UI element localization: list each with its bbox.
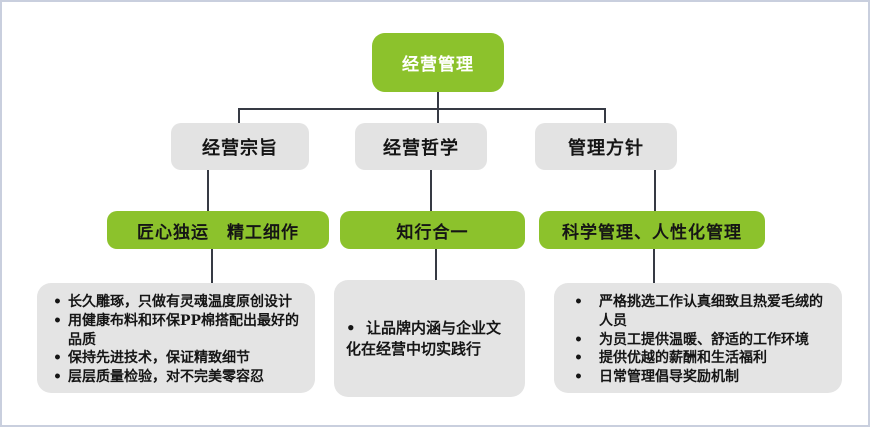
node-unity-knowledge-action-label: 知行合一	[396, 222, 469, 243]
connector-root-bar	[238, 108, 606, 110]
list-item: 提供优越的薪酬和生活福利	[572, 349, 834, 368]
list-item: 日常管理倡导奖励机制	[572, 368, 834, 387]
node-scientific-management: 科学管理、人性化管理	[539, 211, 765, 249]
node-business-purpose-label: 经营宗旨	[202, 137, 278, 159]
connector-lv2-lv3-right	[654, 170, 656, 211]
node-management-policy-label: 管理方针	[568, 137, 644, 159]
node-craftsmanship-label: 匠心独运 精工细作	[137, 222, 299, 243]
detail-box-management: 严格挑选工作认真细致且热爱毛绒的人员 为员工提供温暖、舒适的工作环境 提供优越的…	[554, 283, 842, 393]
node-business-purpose: 经营宗旨	[171, 123, 309, 170]
list-item: 让品牌内涵与企业文化在经营中切实践行	[346, 318, 513, 358]
list-item: 为员工提供温暖、舒适的工作环境	[572, 331, 834, 350]
node-craftsmanship: 匠心独运 精工细作	[107, 211, 329, 249]
detail-box-craftsmanship: 长久雕琢，只做有灵魂温度原创设计 用健康布料和环保PP棉搭配出最好的品质 保持先…	[37, 283, 315, 393]
list-item: 保持先进技术，保证精致细节	[53, 349, 307, 368]
detail-list-management: 严格挑选工作认真细致且热爱毛绒的人员 为员工提供温暖、舒适的工作环境 提供优越的…	[572, 293, 834, 387]
list-item: 长久雕琢，只做有灵魂温度原创设计	[53, 293, 307, 312]
node-unity-knowledge-action: 知行合一	[340, 211, 525, 249]
node-management-policy: 管理方针	[535, 123, 677, 170]
connector-lv3-detail-middle	[435, 249, 437, 281]
node-root-label: 经营管理	[402, 55, 474, 75]
list-item: 层层质量检验，对不完美零容忍	[53, 368, 307, 387]
detail-box-philosophy: 让品牌内涵与企业文化在经营中切实践行	[334, 280, 525, 397]
connector-lv2-lv3-middle	[430, 170, 432, 211]
list-item: 严格挑选工作认真细致且热爱毛绒的人员	[572, 293, 834, 331]
node-root: 经营管理	[372, 33, 504, 92]
connector-lv2-lv3-left	[207, 170, 209, 211]
detail-list-philosophy: 让品牌内涵与企业文化在经营中切实践行	[346, 318, 513, 358]
node-business-philosophy: 经营哲学	[355, 123, 487, 170]
connector-drop-right	[604, 108, 606, 124]
connector-lv3-detail-left	[211, 249, 213, 283]
connector-drop-left	[238, 108, 240, 124]
detail-list-craftsmanship: 长久雕琢，只做有灵魂温度原创设计 用健康布料和环保PP棉搭配出最好的品质 保持先…	[53, 293, 307, 387]
node-scientific-management-label: 科学管理、人性化管理	[562, 222, 742, 243]
node-business-philosophy-label: 经营哲学	[383, 137, 459, 159]
list-item: 用健康布料和环保PP棉搭配出最好的品质	[53, 312, 307, 350]
connector-root-trunk	[437, 92, 439, 110]
connector-drop-middle	[437, 108, 439, 124]
connector-lv3-detail-right	[653, 249, 655, 283]
